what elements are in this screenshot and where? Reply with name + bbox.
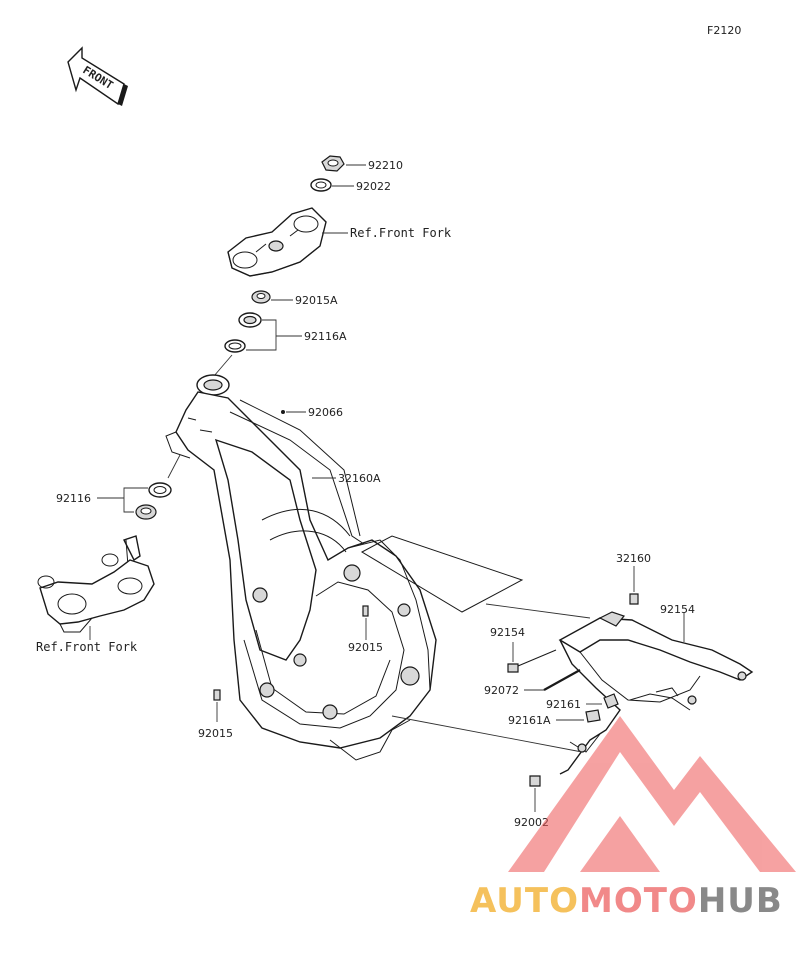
callout-ref-front-fork-top: Ref.Front Fork [350, 226, 452, 240]
watermark-text: AUTOMOTOHUB [470, 881, 783, 921]
callout-92066: 92066 [308, 406, 343, 419]
callout-32160a: 32160A [338, 472, 381, 485]
nut-92015a [251, 290, 271, 304]
callout-92161a: 92161A [508, 714, 551, 727]
front-arrow-icon: FRONT [67, 46, 128, 106]
callout-92210: 92210 [368, 159, 403, 172]
bracket-92161 [603, 693, 619, 709]
watermark-auto: AUTO [470, 881, 579, 921]
bearing-92116-upper [148, 482, 172, 498]
callout-92161: 92161 [546, 698, 581, 711]
bearing-92116a-lower [224, 339, 246, 353]
callout-92002: 92002 [514, 816, 549, 829]
callout-92154-top: 32160 [616, 552, 651, 565]
bracket-92161a [585, 709, 601, 723]
band-92072 [543, 669, 581, 691]
bolt-92154-top [629, 593, 639, 605]
callout-92015-left: 92015 [198, 727, 233, 740]
washer-92022 [310, 178, 332, 192]
subframe-32160 [558, 611, 754, 775]
bolt-92015-left [213, 689, 221, 701]
callout-92015-mid: 92015 [348, 641, 383, 654]
nut-92210 [321, 155, 345, 172]
callout-92116a: 92116A [304, 330, 347, 343]
watermark-logo [508, 716, 796, 872]
hole-92066 [281, 410, 285, 414]
lower-triple-clamp-stem [37, 535, 155, 633]
upper-triple-clamp [227, 207, 327, 277]
watermark-hub: HUB [698, 881, 783, 921]
callout-ref-front-fork-bottom: Ref.Front Fork [36, 640, 138, 654]
watermark-moto: MOTO [579, 881, 698, 921]
reference-plane-outline [360, 535, 524, 613]
figure-code: F2120 [707, 24, 741, 37]
callout-92116: 92116 [56, 492, 91, 505]
bolt-92154-mid [507, 649, 557, 673]
bolt-92015-mid [362, 605, 369, 617]
callout-92015a: 92015A [295, 294, 338, 307]
bolt-92002 [529, 775, 541, 787]
bearing-92116-lower [135, 504, 157, 520]
callout-92022: 92022 [356, 180, 391, 193]
bearing-92116a-upper [238, 312, 262, 328]
callout-92072: 92072 [484, 684, 519, 697]
svg-text:AUTOMOTOHUB: AUTOMOTOHUB [470, 881, 783, 921]
main-frame-32160a [165, 374, 437, 761]
callout-32160: 92154 [660, 603, 695, 616]
callout-92154-mid: 92154 [490, 626, 525, 639]
